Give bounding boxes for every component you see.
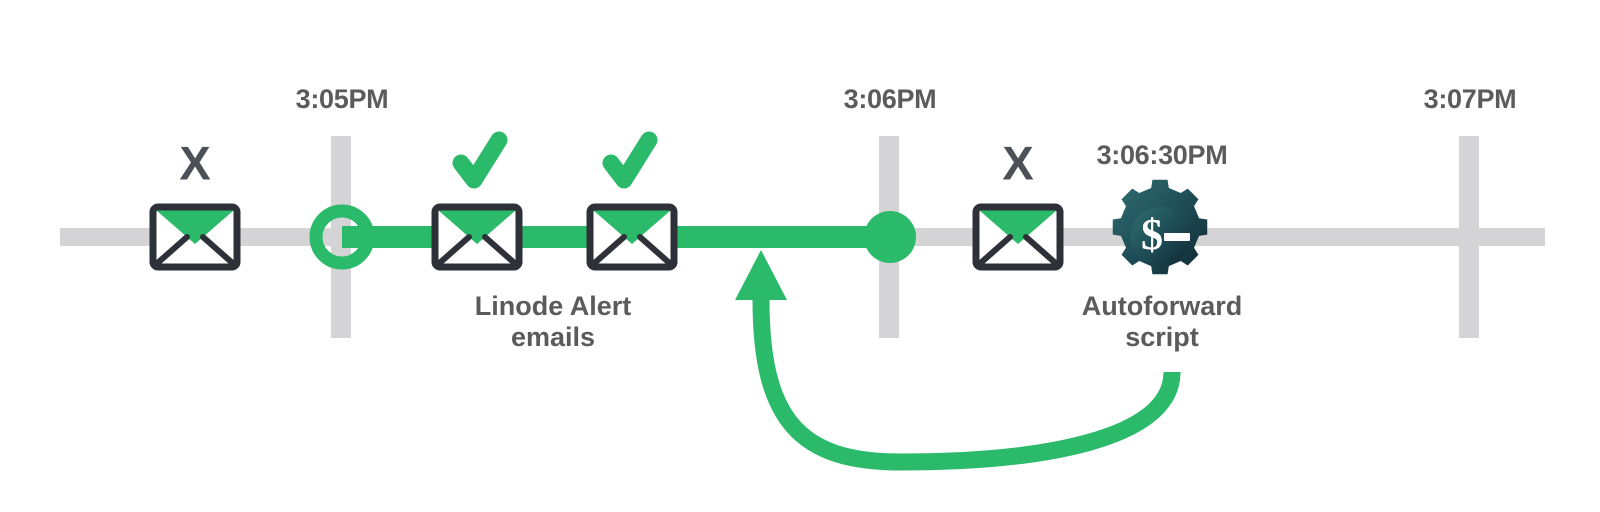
event-label-linode-alert-emails: Linode Alert emails [474,291,632,352]
check-mark-icon [452,131,508,189]
event-label-autoforward-script: Autoforward script [1081,291,1243,352]
check-mark-icon [602,131,658,189]
svg-text:$: $ [1141,210,1163,259]
envelope-icon [431,203,523,271]
tick-label-306: 3:06PM [843,84,937,114]
feedback-arrow [735,250,1181,471]
x-mark-icon: X [1002,136,1034,190]
envelope-icon [972,203,1064,271]
tick-label-307: 3:07PM [1423,84,1517,114]
gear-dollar-icon: $ [1112,179,1208,275]
envelope-icon [149,203,241,271]
tick-rule-305 [331,136,351,338]
event-time-label-autoforward: 3:06:30PM [1096,140,1228,170]
envelope-icon [586,203,678,271]
tick-label-305: 3:05PM [295,84,389,114]
timeline-marker-dot [864,211,916,263]
tick-rule-307 [1459,136,1479,338]
timeline-marker-ring [309,204,375,270]
x-mark-icon: X [179,136,211,190]
